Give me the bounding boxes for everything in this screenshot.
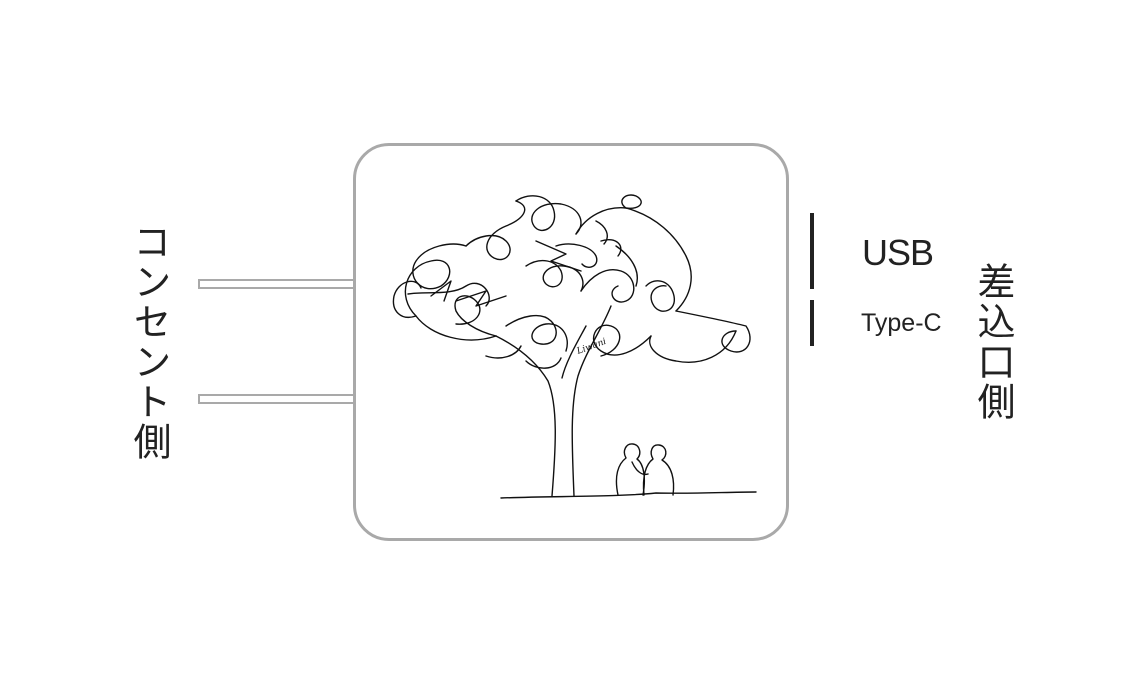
outlet-side-label: コンセント側 xyxy=(127,222,171,462)
plug-prong-top xyxy=(198,279,355,289)
plug-prong-bottom xyxy=(198,394,355,404)
typec-label: Type-C xyxy=(861,309,942,337)
tree-illustration-icon: Liwani xyxy=(392,194,757,499)
usb-port-marker xyxy=(810,213,814,289)
typec-port-marker xyxy=(810,300,814,346)
charger-face: Liwani xyxy=(353,143,789,541)
couple-figures-icon xyxy=(615,443,675,496)
artist-signature: Liwani xyxy=(575,337,608,357)
usb-label: USB xyxy=(862,232,934,273)
port-side-label: 差込口側 xyxy=(971,262,1015,422)
